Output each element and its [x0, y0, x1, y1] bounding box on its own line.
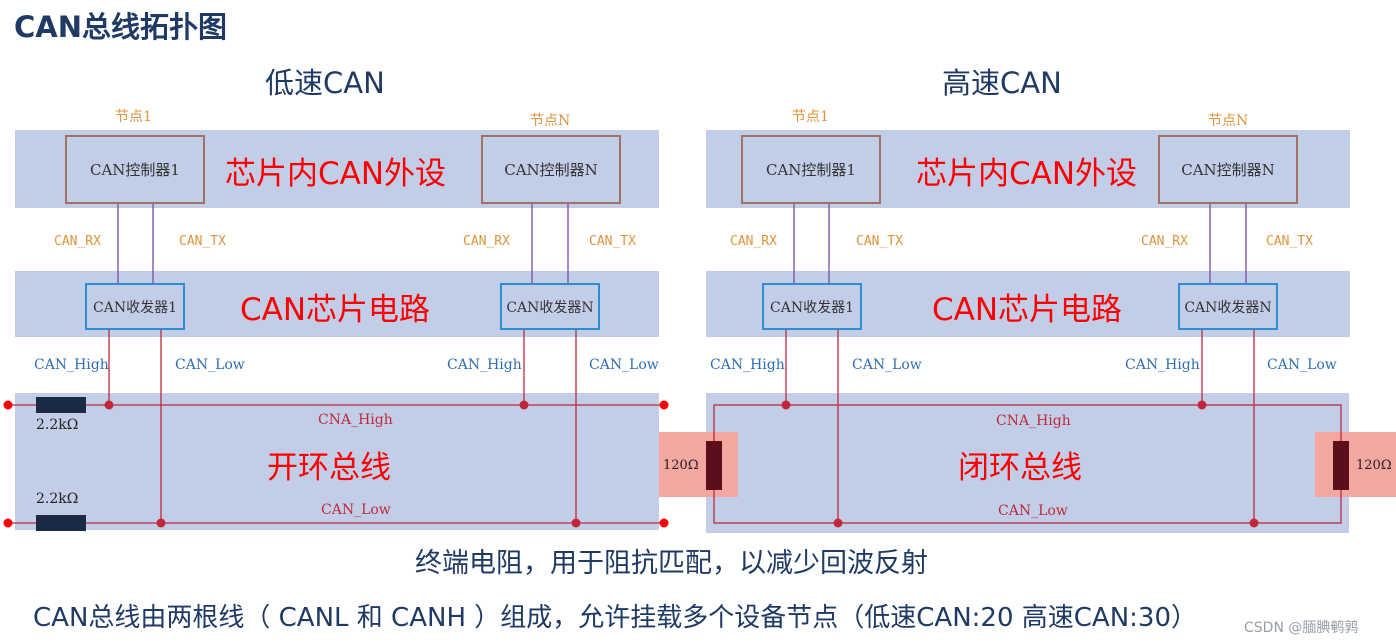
low-speed-heading: 低速CAN [265, 66, 385, 100]
low-junction-dot [571, 518, 581, 528]
low-bus-end-dot [3, 400, 13, 410]
low-txN-label: CAN_TX [589, 234, 636, 249]
watermark: CSDN @腼腆鹌鹑 [1244, 620, 1359, 636]
high-lowN-label: CAN_Low [1267, 357, 1337, 373]
low-pulldown-resistor [36, 515, 86, 531]
low-junction-dot [156, 518, 166, 528]
low-peripheral-label: 芯片内CAN外设 [225, 156, 447, 192]
termination-caption: 终端电阻，用于阻抗匹配，以减少回波反射 [415, 548, 928, 579]
low-bus-end-dot [659, 518, 669, 528]
summary-caption: CAN总线由两根线（ CANL 和 CANH ）组成，允许挂载多个设备节点（低速… [33, 603, 1197, 633]
high-low1-label: CAN_Low [852, 357, 922, 373]
low-bus-low-label: CAN_Low [321, 502, 391, 518]
left-terminator-block [659, 432, 738, 497]
high-junction-dot [833, 518, 843, 528]
high-transceiver-1: CAN收发器1 [762, 283, 862, 330]
high-speed-heading: 高速CAN [942, 66, 1062, 100]
high-term-right-label: 120Ω [1356, 458, 1392, 473]
low-circuit-label: CAN芯片电路 [240, 292, 431, 328]
high-rx1-label: CAN_RX [730, 234, 777, 249]
high-bus-low-label: CAN_Low [998, 503, 1068, 519]
low-nodeN-label: 节点N [530, 113, 571, 129]
page-title: CAN总线拓扑图 [14, 10, 227, 44]
high-highN-label: CAN_High [1125, 357, 1200, 373]
low-rxN-label: CAN_RX [463, 234, 510, 249]
high-junction-dot [1197, 400, 1207, 410]
high-term-left-label: 120Ω [663, 458, 699, 473]
high-circuit-label: CAN芯片电路 [932, 292, 1123, 328]
high-terminator-left [706, 441, 722, 490]
low-rx1-label: CAN_RX [54, 234, 101, 249]
low-high1-label: CAN_High [34, 357, 109, 373]
high-nodeN-label: 节点N [1208, 113, 1249, 129]
high-controller-1: CAN控制器1 [741, 135, 881, 204]
low-junction-dot [104, 400, 114, 410]
low-pullup-resistor [36, 397, 86, 413]
high-bus-band [706, 393, 1349, 533]
low-junction-dot [519, 400, 529, 410]
low-transceiver-1: CAN收发器1 [85, 283, 185, 330]
low-bus-band [15, 393, 659, 530]
low-bus-end-dot [3, 518, 13, 528]
low-bus-type-label: 开环总线 [267, 450, 391, 486]
high-bus-type-label: 闭环总线 [958, 450, 1082, 486]
high-node1-label: 节点1 [792, 109, 829, 125]
high-tx1-label: CAN_TX [856, 234, 903, 249]
low-lowN-label: CAN_Low [589, 357, 659, 373]
high-rxN-label: CAN_RX [1141, 234, 1188, 249]
low-highN-label: CAN_High [447, 357, 522, 373]
high-junction-dot [1249, 518, 1259, 528]
low-res-bottom-label: 2.2kΩ [36, 491, 79, 507]
high-junction-dot [781, 400, 791, 410]
right-terminator-block [1315, 432, 1396, 497]
high-bus-high-label: CNA_High [996, 413, 1071, 429]
high-txN-label: CAN_TX [1266, 234, 1313, 249]
high-terminator-right [1333, 441, 1349, 490]
low-node1-label: 节点1 [115, 109, 152, 125]
low-low1-label: CAN_Low [175, 357, 245, 373]
high-controller-N: CAN控制器N [1158, 135, 1298, 204]
low-res-top-label: 2.2kΩ [36, 417, 79, 433]
high-transceiver-N: CAN收发器N [1178, 283, 1278, 330]
low-bus-high-label: CNA_High [318, 412, 393, 428]
high-peripheral-label: 芯片内CAN外设 [916, 156, 1138, 192]
low-tx1-label: CAN_TX [179, 234, 226, 249]
low-bus-end-dot [659, 400, 669, 410]
low-transceiver-N: CAN收发器N [500, 283, 600, 330]
low-controller-N: CAN控制器N [481, 135, 621, 204]
high-high1-label: CAN_High [710, 357, 785, 373]
low-controller-1: CAN控制器1 [65, 135, 205, 204]
